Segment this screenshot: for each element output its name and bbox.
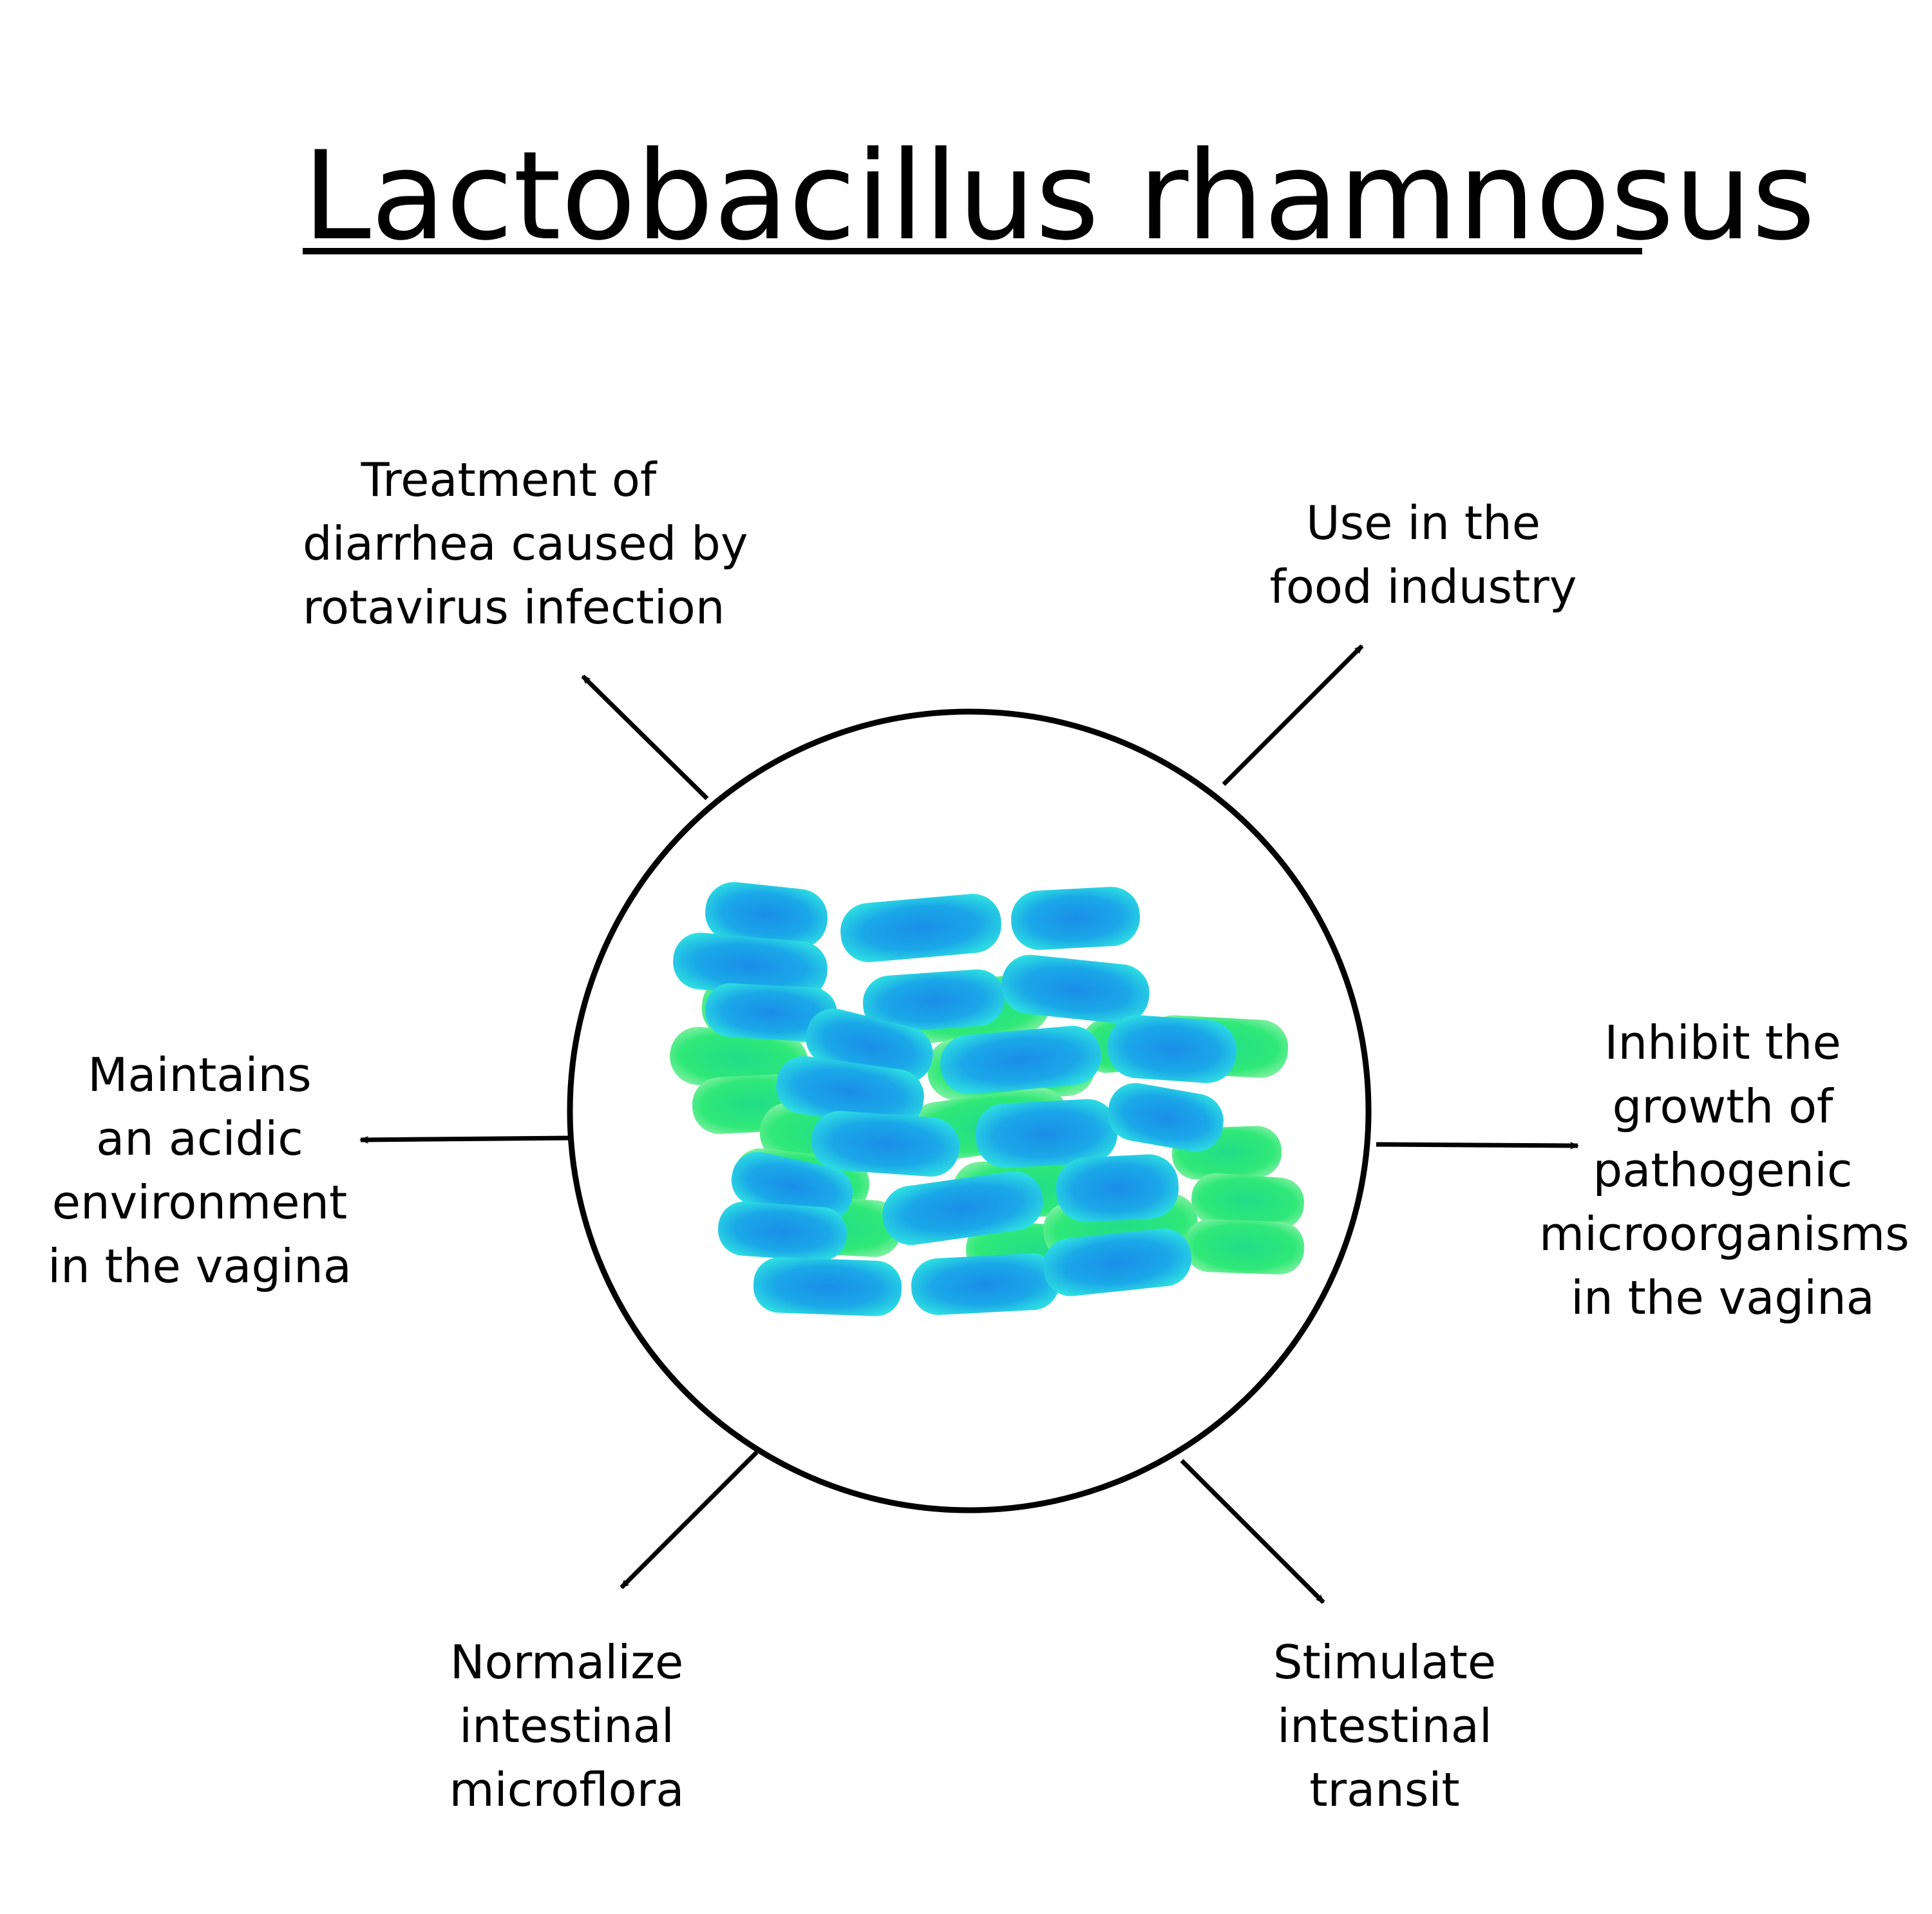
- bacterium: [882, 1171, 1043, 1246]
- arrow-stimulate: [1180, 1459, 1325, 1604]
- label-acidic: Maintains an acidic environment in the v…: [48, 1048, 352, 1293]
- label-normalize: Normalize intestinal microflora: [449, 1635, 685, 1817]
- title-underline: [303, 248, 1642, 254]
- label-food: Use in the food industry: [1269, 496, 1577, 614]
- arrow-diarrhea: [581, 674, 709, 801]
- arrow-food: [1222, 644, 1364, 786]
- bacteria-cluster: [670, 882, 1305, 1316]
- label-diarrhea: Treatment of diarrhea caused by rotaviru…: [303, 453, 748, 634]
- label-inhibit: Inhibit the growth of pathogenic microor…: [1539, 1016, 1909, 1325]
- label-stimulate: Stimulate intestinal transit: [1273, 1635, 1497, 1817]
- arrow-normalize: [620, 1450, 759, 1589]
- bacterium: [940, 1025, 1101, 1095]
- bacterium: [1001, 954, 1150, 1024]
- bacterium: [1043, 1228, 1191, 1296]
- bacterium: [811, 1111, 960, 1177]
- bacterium: [705, 983, 838, 1042]
- bacterium: [975, 1099, 1118, 1168]
- bacterium: [863, 969, 1005, 1032]
- bacterium: [911, 1253, 1060, 1315]
- bacterium: [840, 893, 1001, 963]
- bacterium: [673, 933, 828, 998]
- arrows: [359, 644, 1579, 1604]
- arrow-acidic: [359, 1135, 571, 1144]
- bacterium: [753, 1257, 902, 1316]
- bacterium: [1191, 1173, 1305, 1229]
- arrow-inhibit: [1376, 1141, 1579, 1150]
- bacterium: [1010, 887, 1141, 950]
- bacterium: [776, 1056, 924, 1128]
- bacterium: [705, 882, 828, 949]
- bacterium: [1108, 1083, 1224, 1152]
- bacterium: [1184, 1219, 1305, 1274]
- page-title: Lactobacillus rhamnosus: [303, 125, 1815, 267]
- bacterium: [1056, 1154, 1179, 1222]
- bacterium: [718, 1201, 847, 1262]
- bacterium: [1107, 1015, 1237, 1083]
- bacteria-blue-layer: [673, 882, 1237, 1316]
